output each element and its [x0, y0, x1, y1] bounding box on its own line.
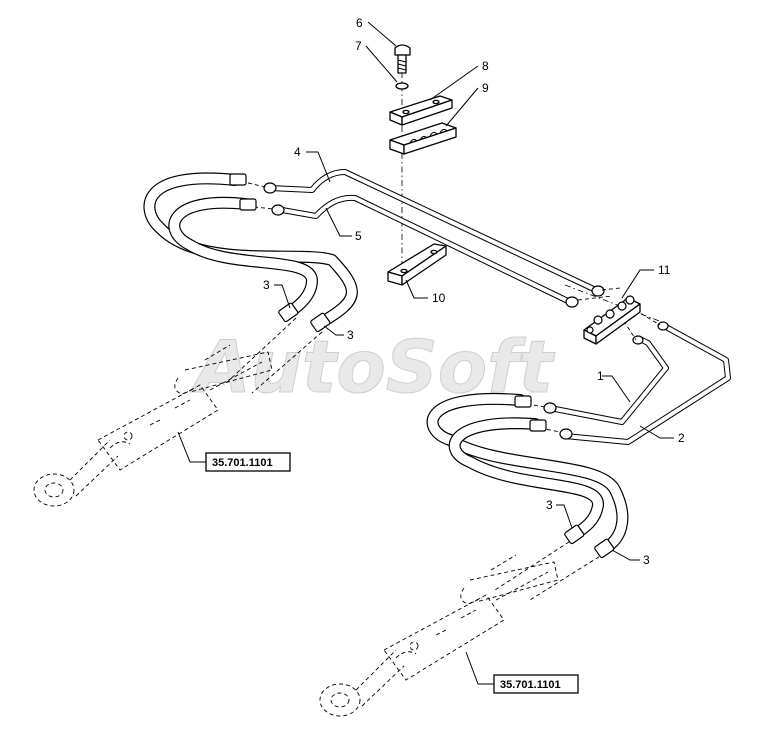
callout-3-right-lower: 3 [643, 553, 650, 567]
callout-11: 11 [658, 263, 671, 277]
valve-assembly-axis [564, 284, 663, 323]
callout-9: 9 [482, 81, 489, 95]
ref-box-right[interactable]: 35.701.1101 [493, 674, 579, 694]
valve-block-part-11 [583, 295, 641, 345]
cylinder-right [319, 554, 559, 717]
callout-2: 2 [678, 431, 685, 445]
pipe-part-4 [269, 169, 602, 295]
callout-3-left-lower: 3 [347, 328, 354, 342]
ref-label-left: 35.701.1101 [212, 457, 273, 469]
callout-1: 1 [597, 369, 604, 383]
pipe-fittings [263, 182, 669, 440]
callout-10: 10 [432, 291, 446, 305]
pipe-part-1 [549, 335, 669, 425]
bolt-part-6 [394, 44, 411, 74]
ref-label-right: 35.701.1101 [500, 679, 561, 691]
clamp-plate-part-8 [389, 95, 453, 126]
connection-lines [223, 182, 661, 601]
callout-8: 8 [482, 59, 489, 73]
callout-7: 7 [355, 39, 362, 53]
callout-3-left-upper: 3 [263, 278, 270, 292]
callout-3-right-upper: 3 [546, 498, 553, 512]
leader-lines [177, 21, 674, 685]
pipe-part-5 [281, 194, 574, 306]
callout-5: 5 [355, 229, 362, 243]
ref-box-left[interactable]: 35.701.1101 [205, 452, 291, 472]
clamp-block-part-9 [389, 122, 457, 155]
hose-pair-left [143, 172, 358, 333]
callout-4: 4 [294, 145, 301, 159]
cylinder-left [33, 344, 273, 507]
hose-pair-right [426, 392, 629, 559]
callout-6: 6 [356, 16, 363, 30]
watermark: AutoSoft [190, 325, 556, 409]
pipe-part-2 [564, 324, 731, 445]
bracket-part-10 [387, 243, 447, 286]
washer-part-7 [395, 82, 409, 90]
